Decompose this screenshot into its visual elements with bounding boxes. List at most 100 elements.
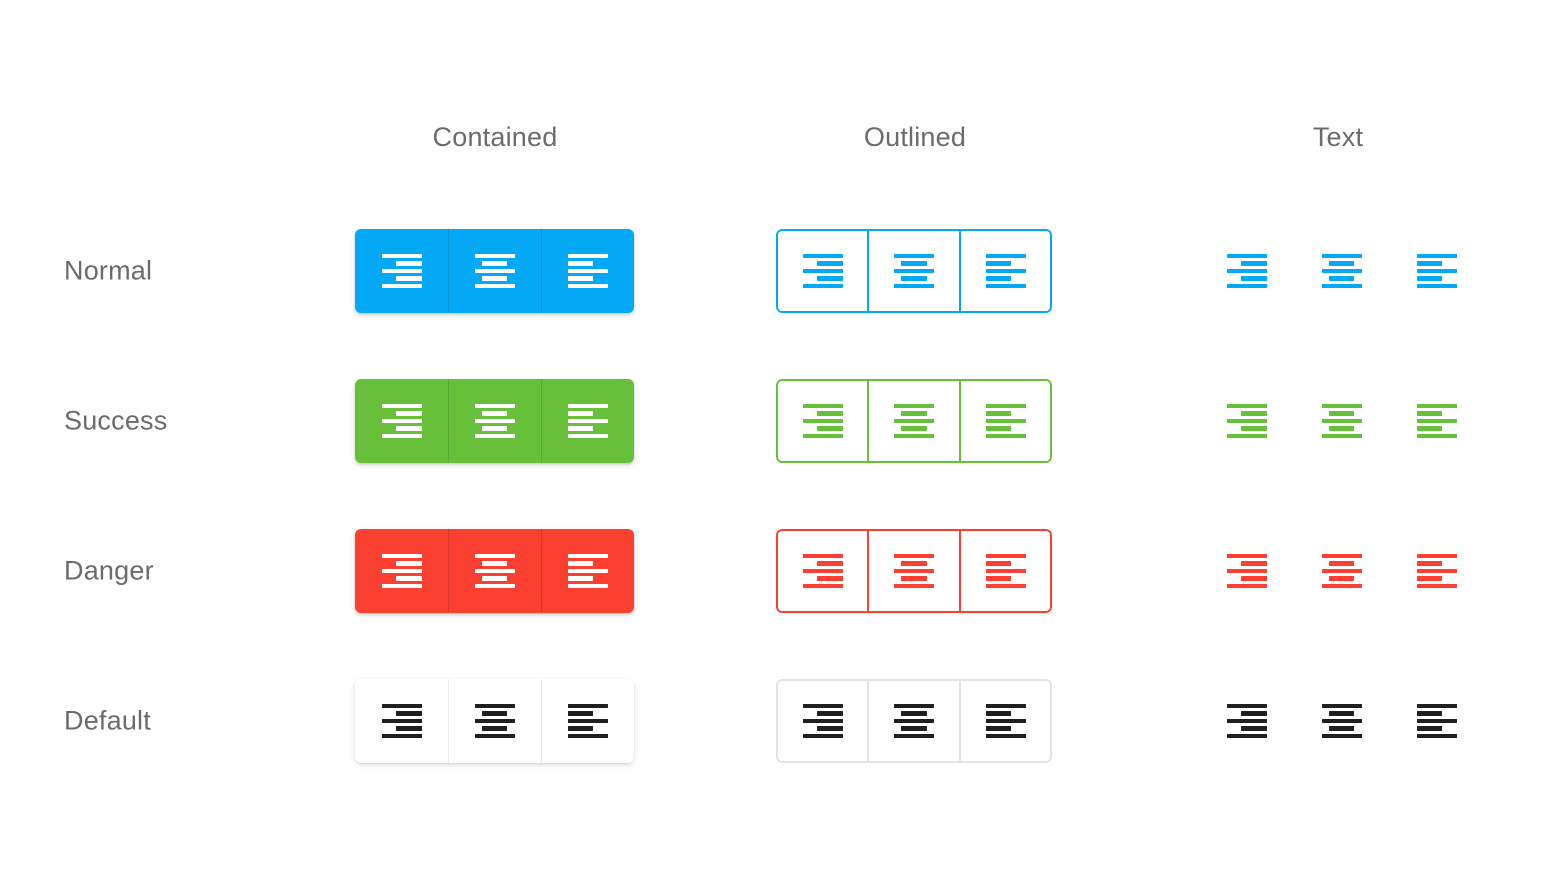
align-icon-line — [985, 554, 1026, 559]
align-icon-line — [381, 418, 422, 424]
align-icon-line — [395, 711, 422, 716]
align-left-button[interactable] — [960, 529, 1052, 613]
align-icon-line — [1416, 554, 1457, 559]
align-icon-line — [985, 411, 1012, 416]
align-icon-line — [985, 261, 1012, 266]
align-icon-line — [802, 568, 843, 574]
align-icon-line — [901, 276, 927, 281]
align-icon-line — [985, 418, 1026, 424]
align-right-icon — [381, 704, 422, 738]
align-right-button[interactable] — [355, 529, 448, 613]
align-center-icon — [894, 704, 934, 738]
align-right-icon — [381, 404, 422, 438]
align-icon-line — [985, 268, 1026, 274]
align-icon-line — [802, 718, 843, 724]
align-icon-line — [1321, 733, 1362, 738]
align-center-button[interactable] — [1294, 379, 1389, 463]
align-right-button[interactable] — [776, 679, 868, 763]
align-icon-line — [481, 411, 508, 416]
align-icon-line — [1416, 704, 1457, 709]
align-center-button[interactable] — [868, 229, 960, 313]
align-icon-line — [1226, 704, 1267, 709]
align-right-button[interactable] — [355, 379, 448, 463]
align-icon-line — [567, 433, 608, 438]
align-left-button[interactable] — [1389, 379, 1484, 463]
align-center-button[interactable] — [1294, 229, 1389, 313]
align-center-icon — [474, 704, 515, 738]
align-right-button[interactable] — [776, 229, 868, 313]
align-center-button[interactable] — [448, 529, 541, 613]
row-label-danger: Danger — [64, 555, 154, 586]
align-icon-line — [894, 404, 934, 409]
align-center-icon — [474, 254, 515, 288]
button-group-contained-danger — [355, 529, 634, 613]
align-icon-line — [1328, 261, 1355, 266]
align-center-button[interactable] — [868, 379, 960, 463]
button-group-text-danger — [1199, 529, 1484, 613]
align-icon-line — [1416, 561, 1443, 566]
align-left-button[interactable] — [541, 529, 634, 613]
align-icon-line — [894, 254, 934, 259]
align-icon-line — [816, 426, 843, 431]
align-icon-line — [985, 711, 1012, 716]
align-icon-line — [474, 283, 515, 288]
align-center-button[interactable] — [868, 529, 960, 613]
align-icon-line — [395, 261, 422, 266]
align-left-button[interactable] — [960, 379, 1052, 463]
align-icon-line — [567, 261, 594, 266]
slot-contained-default — [355, 679, 634, 763]
align-icon-line — [1321, 568, 1362, 574]
align-icon-line — [1240, 576, 1267, 581]
align-center-button[interactable] — [868, 679, 960, 763]
align-center-button[interactable] — [448, 379, 541, 463]
align-left-button[interactable] — [541, 679, 634, 763]
align-left-icon — [985, 554, 1026, 588]
align-right-button[interactable] — [1199, 229, 1294, 313]
align-right-button[interactable] — [355, 679, 448, 763]
align-icon-line — [1416, 426, 1443, 431]
align-right-icon — [802, 254, 843, 288]
align-icon-line — [802, 283, 843, 288]
align-center-button[interactable] — [1294, 529, 1389, 613]
slot-contained-danger — [355, 529, 634, 613]
align-left-button[interactable] — [960, 229, 1052, 313]
align-right-button[interactable] — [776, 379, 868, 463]
align-icon-line — [1328, 276, 1355, 281]
align-left-button[interactable] — [1389, 229, 1484, 313]
align-icon-line — [381, 554, 422, 559]
align-right-button[interactable] — [1199, 679, 1294, 763]
align-icon-line — [481, 576, 508, 581]
align-icon-line — [474, 268, 515, 274]
align-center-button[interactable] — [1294, 679, 1389, 763]
align-right-button[interactable] — [776, 529, 868, 613]
align-right-button[interactable] — [1199, 379, 1294, 463]
slot-outlined-normal — [776, 229, 1052, 313]
align-center-button[interactable] — [448, 679, 541, 763]
align-icon-line — [474, 254, 515, 259]
align-left-button[interactable] — [541, 229, 634, 313]
align-icon-line — [985, 283, 1026, 288]
button-group-outlined-success — [776, 379, 1052, 463]
align-left-icon — [985, 704, 1026, 738]
align-left-button[interactable] — [960, 679, 1052, 763]
align-icon-line — [474, 733, 515, 738]
align-right-button[interactable] — [355, 229, 448, 313]
align-icon-line — [1416, 261, 1443, 266]
align-left-button[interactable] — [1389, 529, 1484, 613]
align-center-button[interactable] — [448, 229, 541, 313]
align-left-button[interactable] — [1389, 679, 1484, 763]
align-left-button[interactable] — [541, 379, 634, 463]
align-icon-line — [1240, 261, 1267, 266]
slot-text-danger — [1199, 529, 1484, 613]
align-icon-line — [802, 268, 843, 274]
align-icon-line — [816, 576, 843, 581]
align-right-button[interactable] — [1199, 529, 1294, 613]
button-group-text-success — [1199, 379, 1484, 463]
align-icon-line — [1321, 718, 1362, 724]
variant-row-default: Default — [0, 646, 1560, 796]
align-icon-line — [1226, 268, 1267, 274]
align-icon-line — [1416, 433, 1457, 438]
align-icon-line — [567, 726, 594, 731]
align-center-icon — [474, 554, 515, 588]
